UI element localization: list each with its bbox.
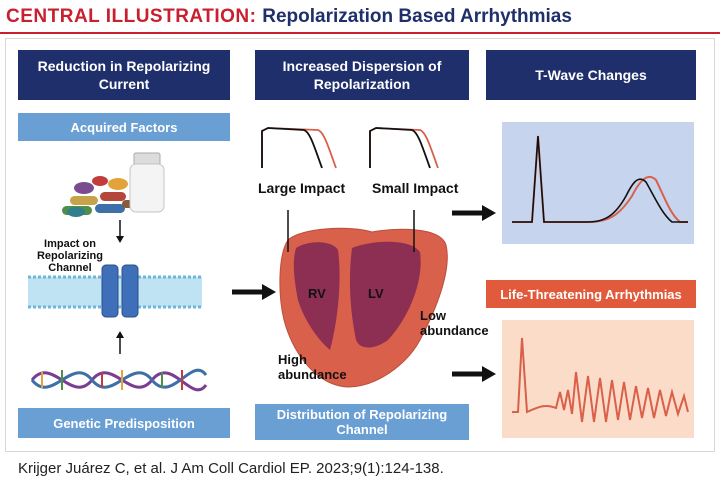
title-bar: CENTRAL ILLUSTRATION: Repolarization Bas… <box>0 0 720 34</box>
pill-bottle-icon <box>129 152 165 213</box>
high-abundance-label: High abundance <box>278 352 347 382</box>
ion-channel-icon <box>101 264 139 318</box>
arrhythmia-chart <box>502 320 694 438</box>
arrow-to-arrhythmia <box>452 366 496 382</box>
acquired-factors-box: Acquired Factors <box>18 113 230 141</box>
lv-label: LV <box>368 286 384 301</box>
header-twave: T-Wave Changes <box>486 50 696 100</box>
genetic-predisposition-box: Genetic Predisposition <box>18 408 230 438</box>
low-abundance-label: Low abundance <box>420 308 489 338</box>
life-threatening-box: Life-Threatening Arrhythmias <box>486 280 696 308</box>
title-prefix: CENTRAL ILLUSTRATION: <box>6 6 257 27</box>
title-subtitle: Repolarization Based Arrhythmias <box>262 6 572 27</box>
dna-icon <box>30 368 208 392</box>
action-potential-small <box>369 127 439 169</box>
arrow-to-heart <box>232 284 276 300</box>
distribution-channel-box: Distribution of Repolarizing Channel <box>255 404 469 440</box>
header-dispersion: Increased Dispersion of Repolarization <box>255 50 469 100</box>
header-reduction-current: Reduction in Repolarizing Current <box>18 50 230 100</box>
rv-label: RV <box>308 286 326 301</box>
large-impact-label: Large Impact <box>258 180 346 196</box>
citation: Krijger Juárez C, et al. J Am Coll Cardi… <box>18 460 444 477</box>
arrow-to-twave <box>452 205 496 221</box>
twave-chart <box>502 122 694 244</box>
impact-channel-label: Impact on Repolarizing Channel <box>36 238 103 274</box>
action-potential-large <box>261 127 337 169</box>
heart-icon <box>279 210 448 388</box>
page-title: CENTRAL ILLUSTRATION: Repolarization Bas… <box>6 6 572 28</box>
small-impact-label: Small Impact <box>372 180 459 196</box>
